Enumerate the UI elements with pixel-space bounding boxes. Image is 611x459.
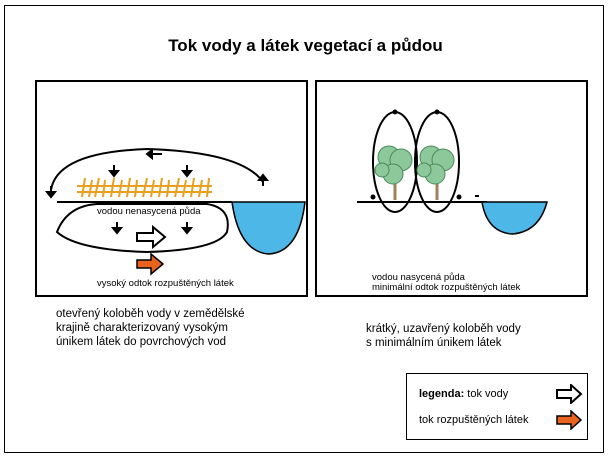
arrow-up [259,175,267,186]
solute-flow-arrow [137,254,163,274]
left-bottom-label: vysoký odtok rozpuštěných látek [97,278,234,289]
right-panel: vodou nasycená půda minimální odtok rozp… [315,80,588,297]
legend-title: legenda: [419,388,464,400]
arrow-down-1 [110,165,118,176]
right-caption: krátký, uzavřený koloběh vody s minimáln… [366,322,521,350]
arrow-down-5 [183,222,191,233]
right-caption-line1: krátký, uzavřený koloběh vody [366,322,521,336]
soil-label: vodou nenasycená půda [97,206,201,217]
legend-water-arrow-icon [555,384,583,404]
left-diagram [37,82,308,297]
arrow-left [147,150,162,158]
arrow-down-2 [183,165,191,176]
left-caption-line2: krajině charakterizovaný vysokým [56,321,245,335]
arrow-down-4 [113,222,121,233]
left-panel: vodou nenasycená půda vysoký odtok rozpu… [35,80,308,297]
right-caption-line2: s minimálním únikem látek [366,336,521,350]
left-caption-line3: únikem látek do povrchových vod [56,335,245,349]
right-diagram [317,82,588,297]
legend-water-row: legenda: tok vody [419,388,508,400]
water-flow-arrow [137,227,165,247]
tree-2 [417,146,454,200]
legend-solute-arrow-icon [555,410,583,430]
page-title: Tok vody a látek vegetací a půdou [0,36,611,56]
crops-row [77,178,212,197]
legend-box: legenda: tok vody tok rozpuštěných látek [406,373,588,440]
legend-water-label: tok vody [467,388,508,400]
water-body [232,202,305,254]
arrow-down-3 [47,186,55,197]
upper-cycle-arc [51,149,263,190]
tree-1 [375,146,412,200]
water-body [482,202,547,234]
legend-solute-label: tok rozpuštěných látek [419,414,528,426]
left-caption-line1: otevřený koloběh vody v zemědělské [56,307,245,321]
right-label-line2: minimální odtok rozpuštěných látek [372,282,520,293]
left-caption: otevřený koloběh vody v zemědělské kraji… [56,307,245,349]
